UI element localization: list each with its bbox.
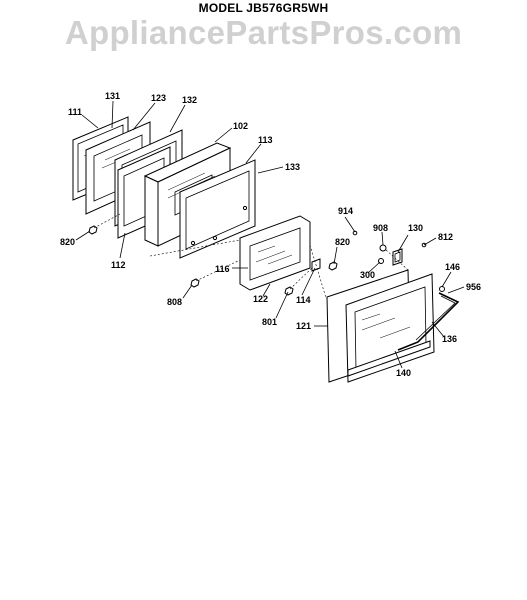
label-130: 130	[408, 223, 423, 233]
leader-lines	[75, 100, 465, 369]
label-102: 102	[233, 121, 248, 131]
label-122: 122	[253, 294, 268, 304]
label-146: 146	[445, 262, 460, 272]
label-914: 914	[338, 206, 353, 216]
label-121: 121	[296, 321, 311, 331]
label-908: 908	[373, 223, 388, 233]
assembly-guide-lines	[93, 213, 409, 299]
label-820-right: 820	[335, 237, 350, 247]
label-956: 956	[466, 282, 481, 292]
label-808: 808	[167, 297, 182, 307]
label-131: 131	[105, 91, 120, 101]
label-116: 116	[215, 264, 230, 274]
label-112: 112	[111, 260, 126, 270]
label-113: 113	[258, 135, 273, 145]
label-132: 132	[182, 95, 197, 105]
part-136-handle	[397, 292, 460, 351]
part-140-bottom-trim	[347, 340, 431, 377]
watermark-logo: AppliancePartsPros.com	[64, 14, 463, 51]
label-140: 140	[396, 368, 411, 378]
part-116-window-assembly	[239, 215, 311, 291]
label-133: 133	[285, 162, 300, 172]
label-812: 812	[438, 232, 453, 242]
label-111: 111	[68, 107, 82, 117]
label-300: 300	[360, 270, 375, 280]
model-title: MODEL JB576GR5WH	[198, 1, 329, 15]
label-123: 123	[151, 93, 166, 103]
part-130-bracket	[392, 248, 403, 266]
label-114: 114	[296, 295, 311, 305]
label-801: 801	[262, 317, 277, 327]
label-820-left: 820	[60, 237, 75, 247]
label-136: 136	[442, 334, 457, 344]
part-number-labels: 111 131 123 132 102 113 133 820 112 116 …	[60, 91, 481, 378]
part-121-outer-door-frame	[326, 269, 435, 383]
part-113-inner-panel	[179, 159, 256, 259]
